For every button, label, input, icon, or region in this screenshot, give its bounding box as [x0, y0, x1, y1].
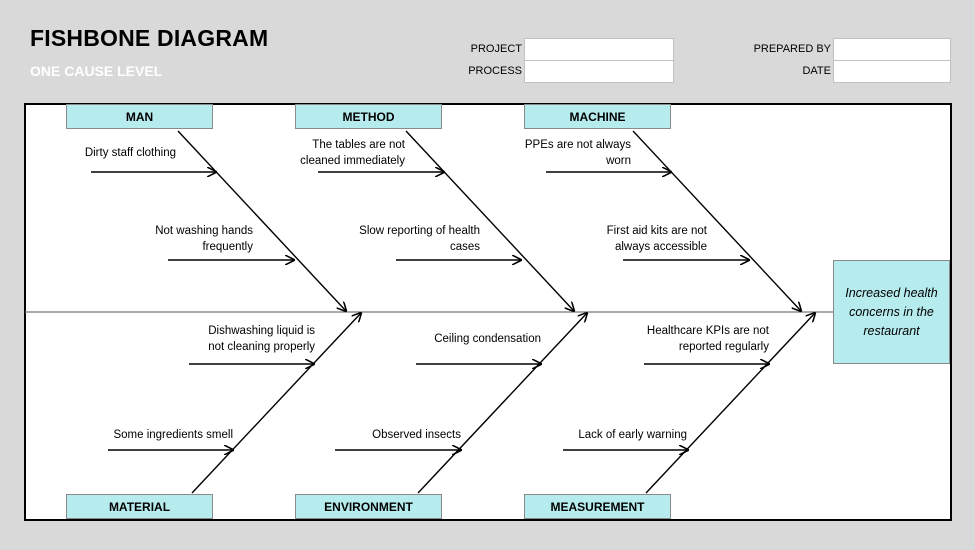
- bone-machine: [632, 130, 801, 311]
- process-field[interactable]: [524, 60, 674, 83]
- cause-measurement-2: Lack of early warning: [578, 429, 687, 441]
- project-label: PROJECT: [470, 43, 522, 55]
- category-method: METHOD: [295, 104, 442, 129]
- cause-material-2: Some ingredients smell: [113, 429, 233, 441]
- bone-material: [191, 313, 361, 494]
- bone-environment: [417, 313, 587, 494]
- effect-box: Increased health concerns in the restaur…: [833, 260, 950, 364]
- bone-measurement: [645, 313, 815, 494]
- date-field[interactable]: [833, 60, 951, 83]
- prepared-by-label: PREPARED BY: [753, 43, 831, 55]
- category-material: MATERIAL: [66, 494, 213, 519]
- diagram-subtitle: ONE CAUSE LEVEL: [30, 63, 163, 79]
- category-man: MAN: [66, 104, 213, 129]
- category-machine: MACHINE: [524, 104, 671, 129]
- cause-environment-2: Observed insects: [372, 429, 461, 441]
- process-label: PROCESS: [468, 65, 522, 77]
- cause-environment-1: Ceiling condensation: [434, 333, 541, 345]
- diagram-title: FISHBONE DIAGRAM: [30, 25, 269, 51]
- bone-method: [405, 130, 574, 311]
- category-measurement: MEASUREMENT: [524, 494, 671, 519]
- category-environment: ENVIRONMENT: [295, 494, 442, 519]
- bone-man: [177, 130, 346, 311]
- cause-man-1: Dirty staff clothing: [84, 147, 176, 159]
- date-label: DATE: [802, 65, 831, 77]
